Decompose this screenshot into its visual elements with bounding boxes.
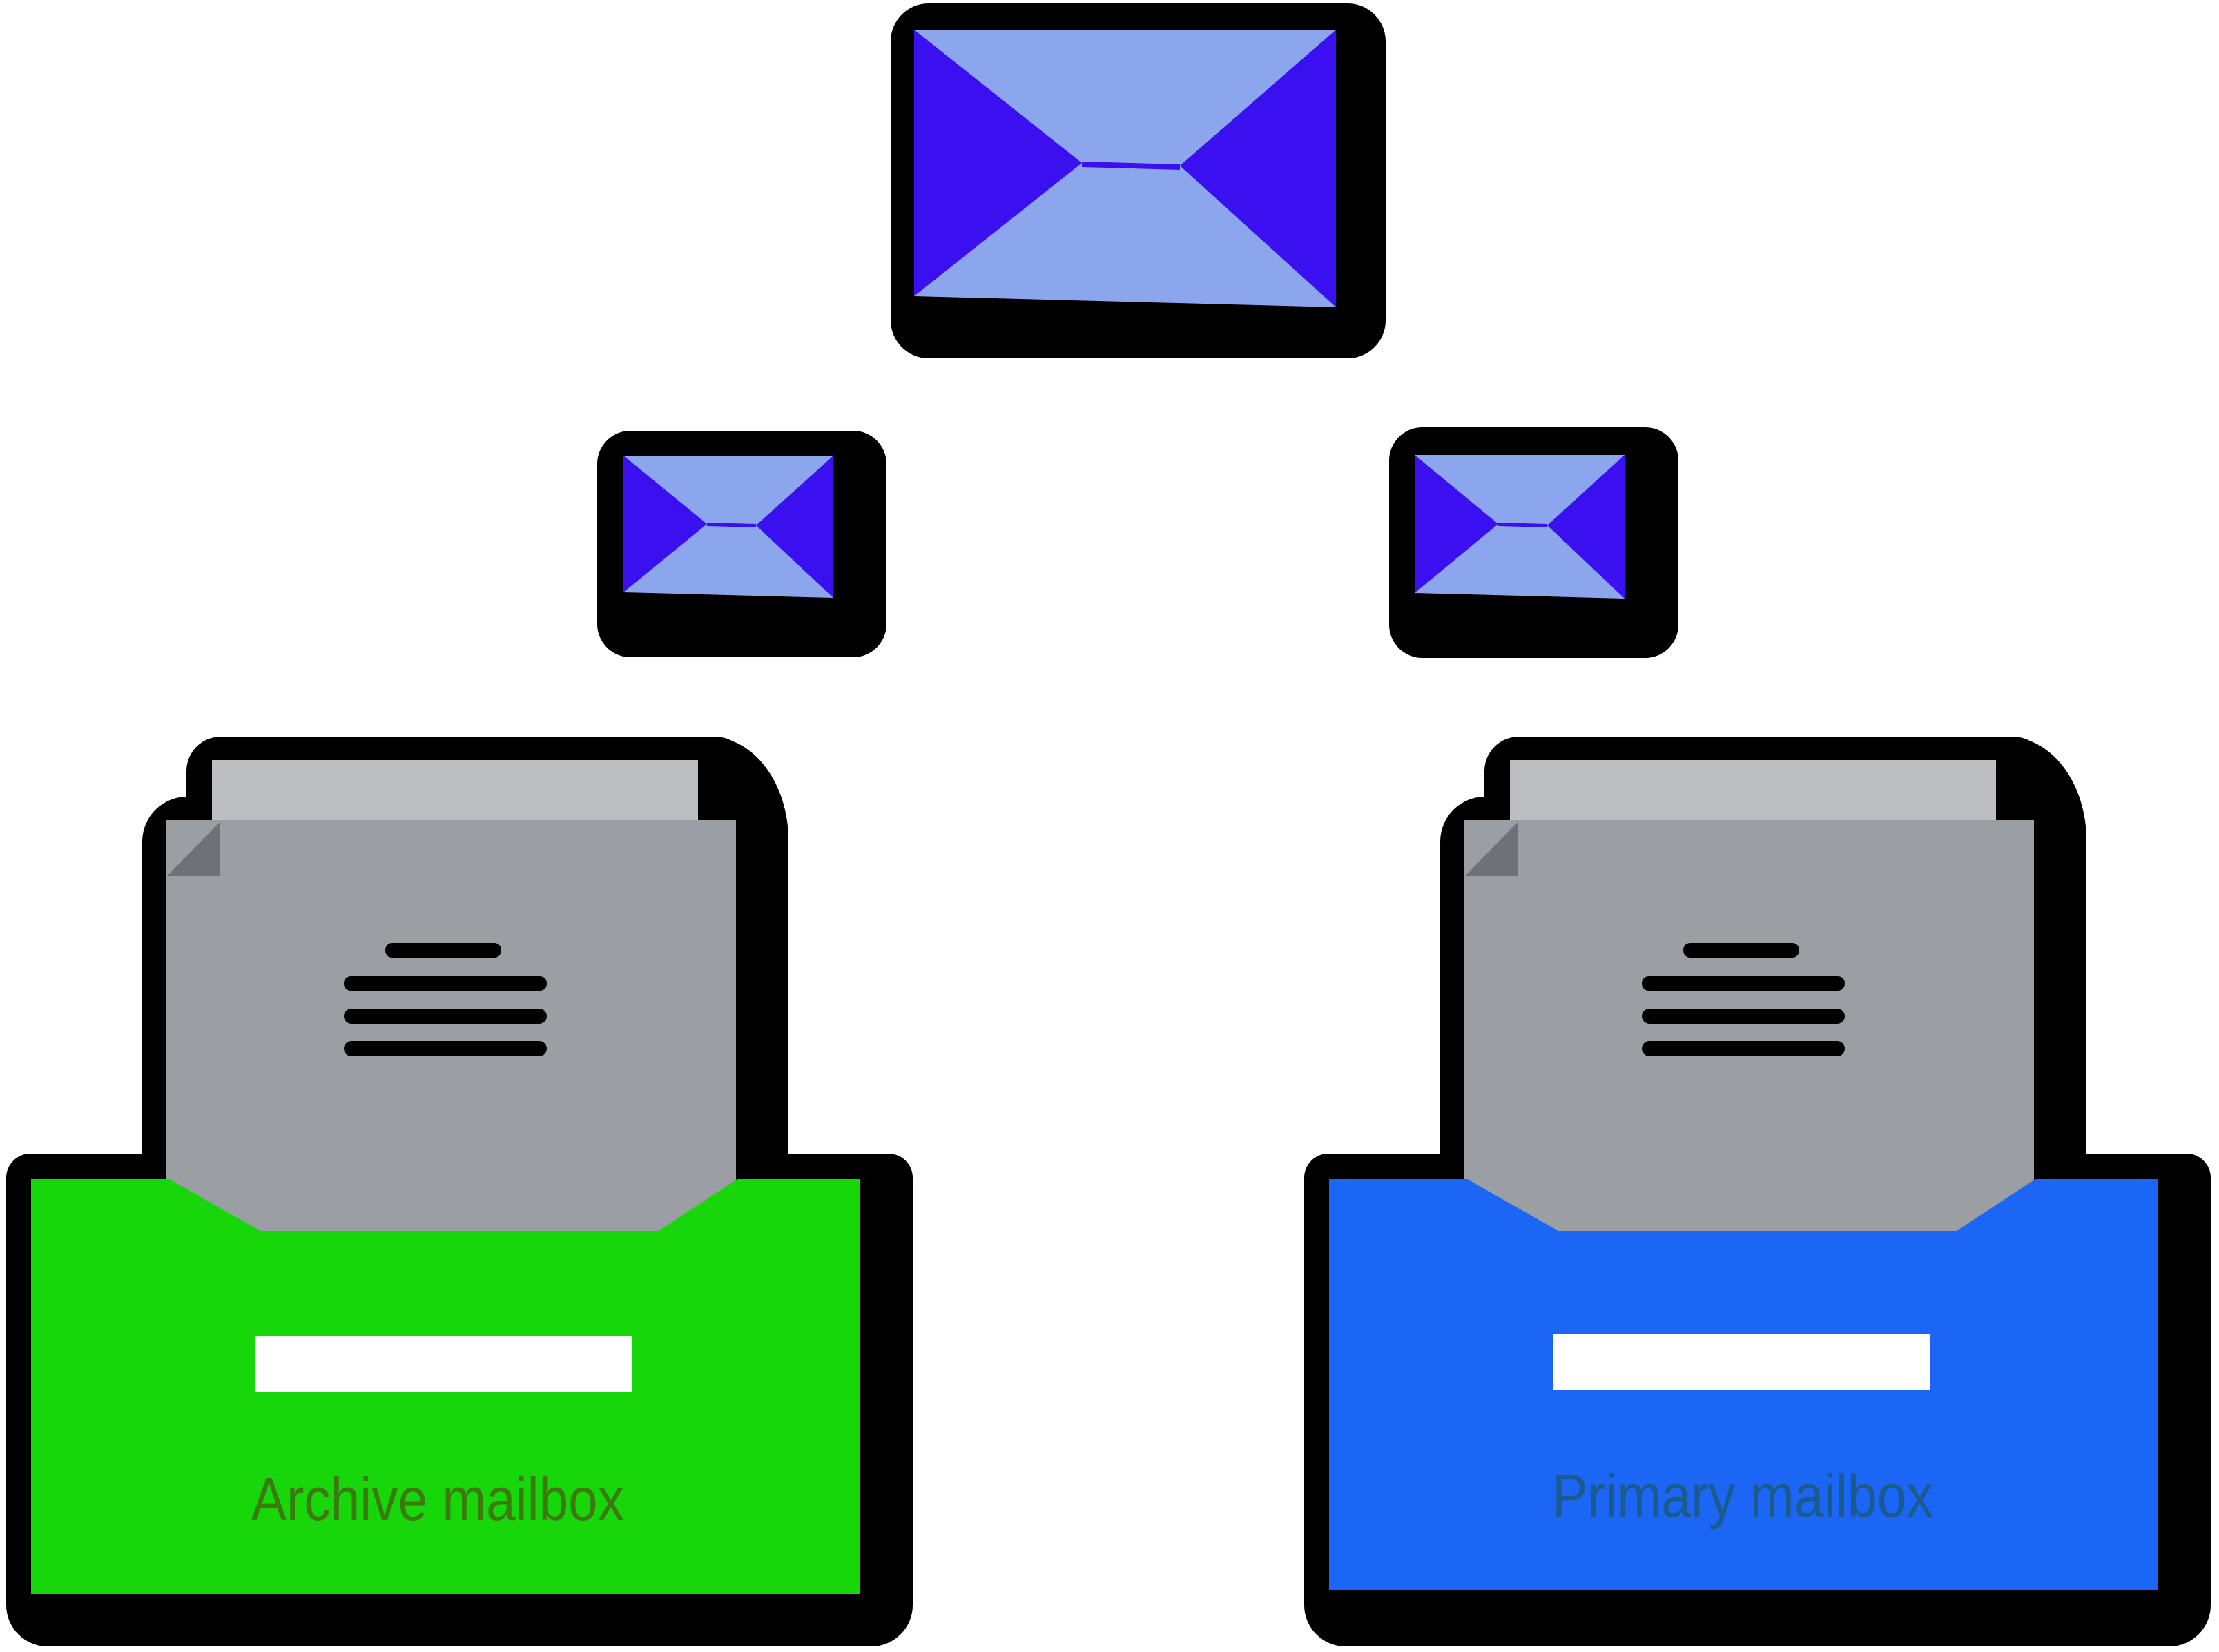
svg-text:Primary mailbox: Primary mailbox — [1552, 1461, 1933, 1530]
svg-text:Archive mailbox: Archive mailbox — [251, 1465, 624, 1533]
